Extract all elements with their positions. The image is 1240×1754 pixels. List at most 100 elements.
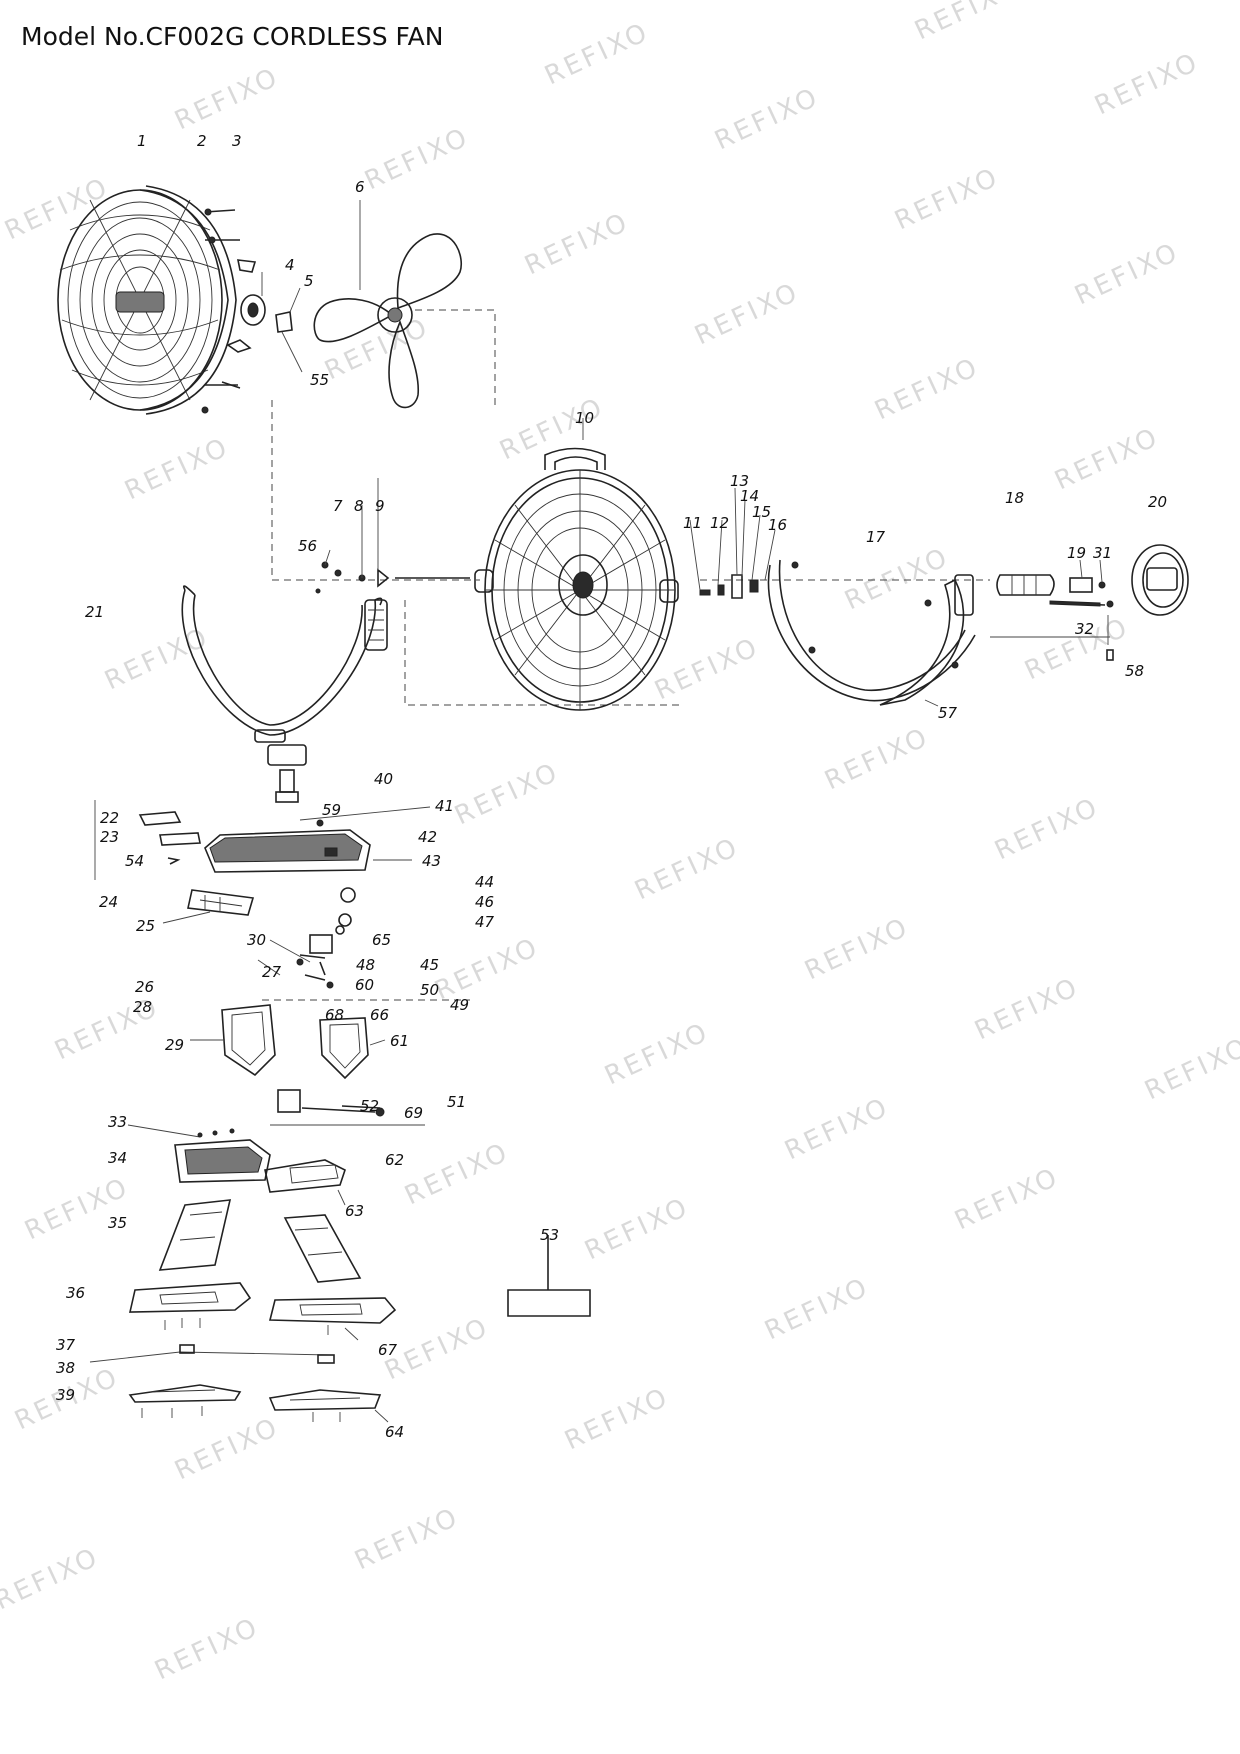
watermark: REFIXO <box>970 972 1084 1046</box>
support-arm <box>767 559 976 707</box>
fan-blade <box>313 200 462 409</box>
callout-66: 66 <box>370 1006 389 1024</box>
callout-67: 67 <box>378 1341 398 1359</box>
callout-69: 69 <box>404 1104 423 1122</box>
callout-55: 55 <box>310 371 329 389</box>
callout-21: 21 <box>85 603 104 621</box>
watermark: REFIXO <box>20 1172 134 1246</box>
callout-17: 17 <box>866 528 886 546</box>
callout-27: 27 <box>262 963 282 981</box>
callout-1: 1 <box>137 132 147 150</box>
callout-42: 42 <box>418 828 437 846</box>
callout-58: 58 <box>1125 662 1144 680</box>
watermark: REFIXO <box>580 1192 694 1266</box>
callout-50: 50 <box>420 981 439 999</box>
watermark: REFIXO <box>690 277 804 351</box>
watermark: REFIXO <box>1140 1032 1240 1106</box>
watermark: REFIXO <box>430 932 544 1006</box>
callout-5: 5 <box>304 272 314 290</box>
callout-57: 57 <box>938 704 958 722</box>
watermark: REFIXO <box>520 207 634 281</box>
grille-clips <box>201 208 257 414</box>
watermark: REFIXO <box>890 162 1004 236</box>
callout-6: 6 <box>355 178 365 196</box>
callout-46: 46 <box>475 893 494 911</box>
watermark: REFIXO <box>400 1137 514 1211</box>
callout-64: 64 <box>385 1423 404 1441</box>
watermark: REFIXO <box>120 432 234 506</box>
callout-45: 45 <box>420 956 439 974</box>
watermark: REFIXO <box>780 1092 894 1166</box>
callout-68: 68 <box>325 1006 344 1024</box>
callout-40: 40 <box>374 770 393 788</box>
callout-41: 41 <box>435 797 454 815</box>
callout-7: 7 <box>333 497 343 515</box>
callout-61: 61 <box>390 1032 409 1050</box>
callout-56: 56 <box>298 537 317 555</box>
callout-62: 62 <box>385 1151 404 1169</box>
callout-34: 34 <box>108 1149 127 1167</box>
watermark: REFIXO <box>1070 237 1184 311</box>
callout-43: 43 <box>422 852 441 870</box>
callout-14: 14 <box>740 487 759 505</box>
watermark: REFIXO <box>170 62 284 136</box>
watermark: REFIXO <box>820 722 934 796</box>
callout-15: 15 <box>752 503 771 521</box>
watermark: REFIXO <box>0 1542 104 1616</box>
callout-25: 25 <box>136 917 155 935</box>
callout-31: 31 <box>1093 544 1112 562</box>
brand-badge <box>115 291 165 313</box>
battery-covers <box>158 1199 362 1283</box>
callout-2: 2 <box>197 132 207 150</box>
watermark: REFIXO <box>840 542 954 616</box>
watermark: REFIXO <box>560 1382 674 1456</box>
callout-8: 8 <box>354 497 364 515</box>
watermark: REFIXO <box>380 1312 494 1386</box>
watermark: REFIXO <box>630 832 744 906</box>
watermark: REFIXO <box>800 912 914 986</box>
parts-box <box>507 1235 591 1317</box>
callout-54: 54 <box>125 852 144 870</box>
callout-32: 32 <box>1075 620 1094 638</box>
callout-11: 11 <box>683 514 702 532</box>
callout-13: 13 <box>730 472 749 490</box>
callout-20: 20 <box>1148 493 1167 511</box>
callout-47: 47 <box>475 913 495 931</box>
callout-4: 4 <box>285 256 295 274</box>
watermark: REFIXO <box>495 392 609 466</box>
callout-49: 49 <box>450 996 469 1014</box>
callout-33: 33 <box>108 1113 127 1131</box>
watermark: REFIXO <box>350 1502 464 1576</box>
pivot-joint <box>689 487 776 599</box>
callout-38: 38 <box>56 1359 75 1377</box>
spinner-cap <box>240 272 303 373</box>
callout-51: 51 <box>447 1093 466 1111</box>
callout-9: 9 <box>375 497 385 515</box>
watermark: REFIXO <box>170 1412 284 1486</box>
callout-29: 29 <box>165 1036 184 1054</box>
watermark: REFIXO <box>600 1017 714 1091</box>
assembly-lines <box>262 309 1110 1126</box>
callout-63: 63 <box>345 1202 364 1220</box>
watermark: REFIXO <box>760 1272 874 1346</box>
callout-23: 23 <box>100 828 119 846</box>
pivot-hardware <box>315 478 470 594</box>
callout-19: 19 <box>1067 544 1086 562</box>
callout-16: 16 <box>768 516 787 534</box>
watermark: REFIXO <box>150 1612 264 1686</box>
watermark: REFIXO <box>540 17 654 91</box>
callout-28: 28 <box>133 998 152 1016</box>
callout-30: 30 <box>247 931 266 949</box>
callout-60: 60 <box>355 976 374 994</box>
callout-10: 10 <box>575 409 594 427</box>
callout-52: 52 <box>360 1097 379 1115</box>
callout-53: 53 <box>540 1226 559 1244</box>
callout-22: 22 <box>100 809 119 827</box>
base-feet <box>128 1384 389 1423</box>
callout-37: 37 <box>56 1336 76 1354</box>
watermark: REFIXO <box>360 122 474 196</box>
yoke-bracket <box>181 585 388 743</box>
callout-48: 48 <box>356 956 375 974</box>
diagram-title: Model No.CF002G CORDLESS FAN <box>21 22 444 51</box>
